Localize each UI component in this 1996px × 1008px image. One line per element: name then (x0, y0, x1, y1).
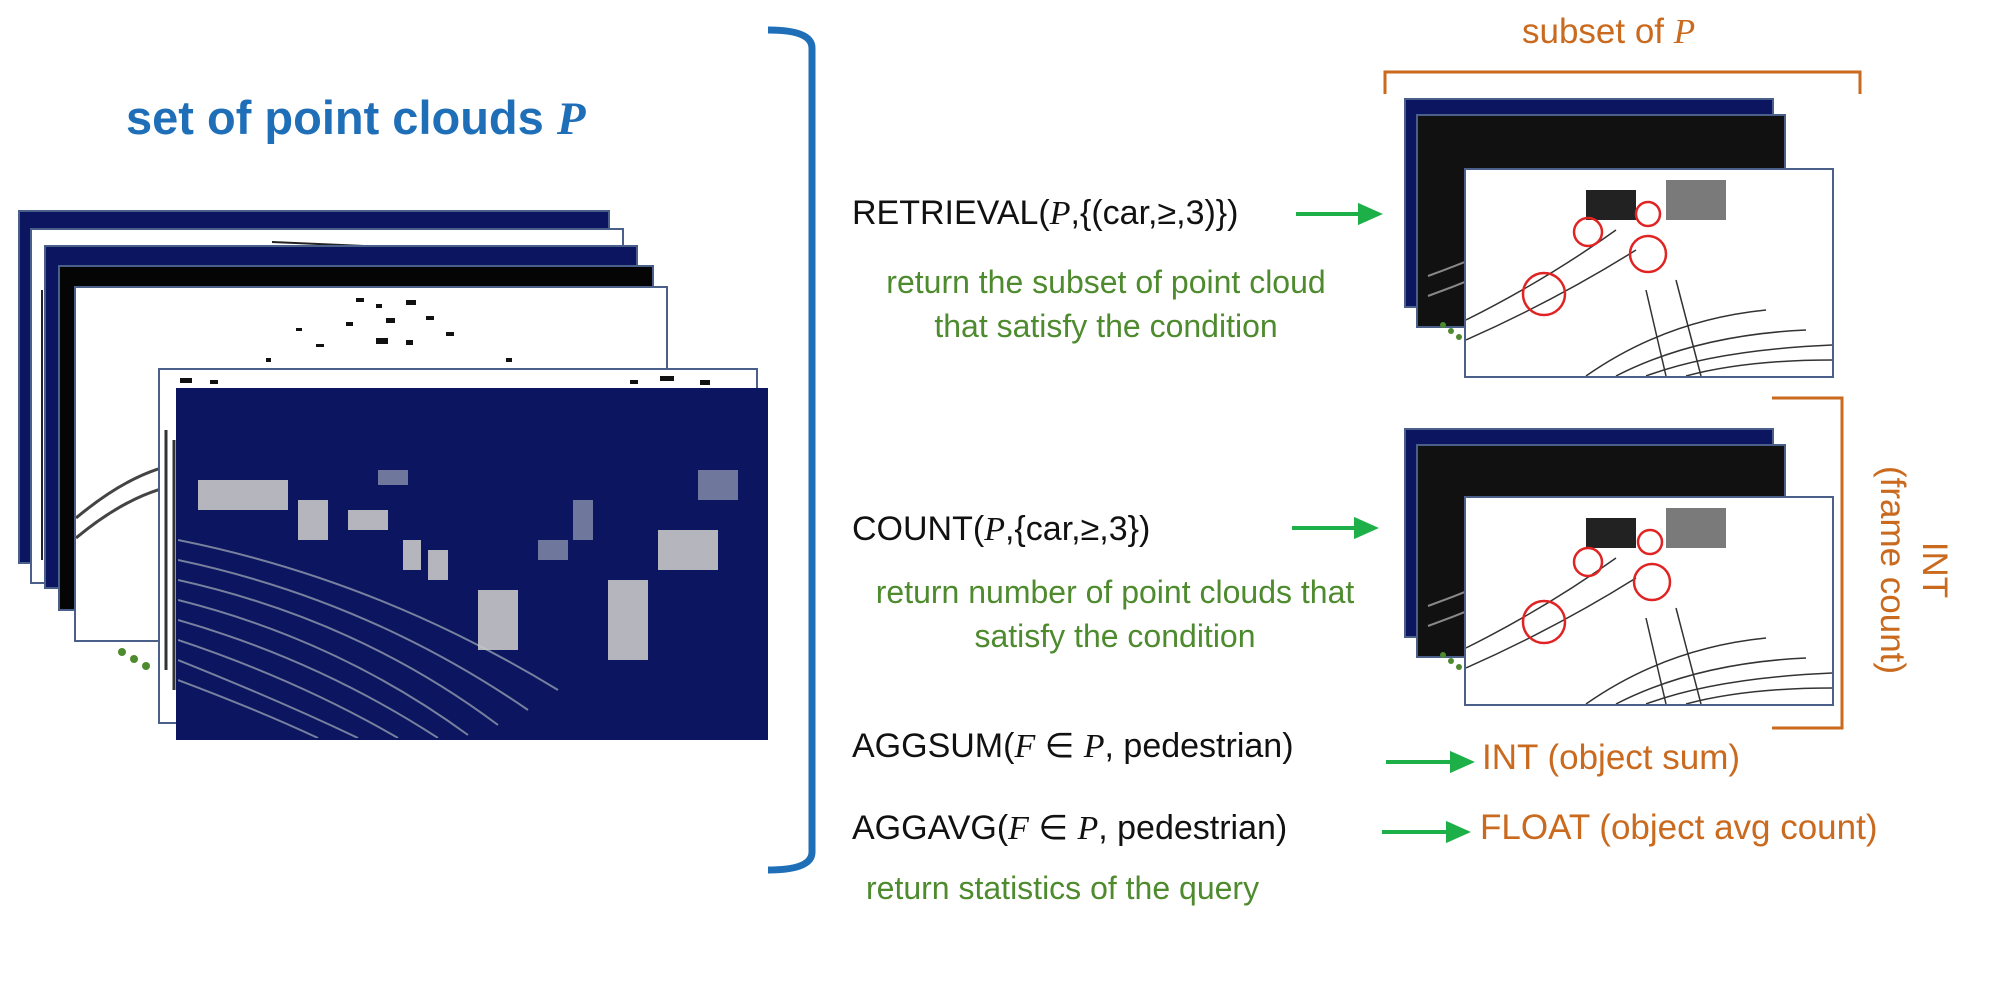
aggavg-var2: P (1077, 810, 1099, 847)
car-marker-2 (1572, 216, 1604, 248)
count-prefix: COUNT( (852, 510, 985, 548)
retrieval-desc: return the subset of point cloud that sa… (852, 260, 1360, 348)
arrow-aggavg-head (1446, 820, 1471, 844)
retrieval-desc-line1: return the subset of point cloud (886, 264, 1326, 300)
count-query: COUNT(P,{car,≥,3}) (852, 510, 1150, 549)
count-desc: return number of point clouds that satis… (840, 570, 1390, 658)
ellipsis-dots-left (116, 646, 156, 676)
retrieval-var: P (1049, 195, 1071, 232)
result2-frame-front (1464, 496, 1834, 706)
result1-frame-front (1464, 168, 1834, 378)
aggavg-desc: return statistics of the query (866, 866, 1259, 910)
count-desc-line2: satisfy the condition (974, 618, 1256, 654)
frame-6-points (164, 376, 710, 690)
retrieval-prefix: RETRIEVAL( (852, 194, 1050, 232)
frame-front-points (178, 470, 738, 738)
car-marker-4 (1634, 200, 1662, 228)
retrieval-suffix: ,{(car,≥,3)}) (1070, 194, 1239, 232)
car-marker-7 (1632, 562, 1672, 602)
subset-label: subset of P (1522, 12, 1695, 52)
frame-count-sub: (frame count) (1873, 465, 1912, 675)
aggavg-suffix: , pedestrian) (1098, 809, 1288, 847)
frame-count-label: INT (frame count) (1871, 430, 1955, 710)
count-brace (1772, 396, 1844, 730)
car-marker-8 (1636, 528, 1664, 556)
aggavg-query: AGGAVG(F ∈ P, pedestrian) (852, 808, 1287, 848)
aggavg-desc-line: return statistics of the query (866, 870, 1260, 906)
aggsum-suffix: , pedestrian) (1104, 727, 1294, 765)
aggsum-prefix: AGGSUM( (852, 727, 1015, 765)
set-title-text: set of point clouds (126, 91, 557, 144)
aggsum-query: AGGSUM(F ∈ P, pedestrian) (852, 726, 1294, 766)
set-title: set of point clouds P (126, 90, 586, 146)
ellipsis-dots-result1 (1438, 320, 1468, 344)
result2-points (1466, 508, 1832, 704)
car-marker-3 (1628, 234, 1668, 274)
aggavg-prefix: AGGAVG( (852, 809, 1009, 847)
frame-count-int: INT (1915, 541, 1954, 599)
set-title-var: P (556, 93, 586, 145)
subset-brace (1383, 70, 1862, 94)
arrow-aggsum-head (1450, 750, 1475, 774)
arrow-count-head (1354, 516, 1379, 540)
aggsum-op: ∈ (1035, 727, 1084, 765)
count-var: P (984, 511, 1005, 548)
count-suffix: ,{car,≥,3}) (1004, 510, 1151, 548)
subset-label-var: P (1673, 12, 1696, 51)
frame-front (176, 388, 768, 740)
aggsum-var1: F (1014, 728, 1036, 765)
result1-points (1466, 180, 1832, 376)
arrow-retrieval-head (1358, 202, 1383, 226)
car-marker-1 (1521, 271, 1567, 317)
retrieval-desc-line2: that satisfy the condition (934, 308, 1278, 344)
aggavg-op: ∈ (1028, 809, 1078, 847)
count-desc-line1: return number of point clouds that (875, 574, 1355, 610)
subset-label-text: subset of (1522, 12, 1674, 51)
object-sum-label: INT (object sum) (1482, 738, 1740, 778)
car-marker-6 (1572, 546, 1604, 578)
ellipsis-dots-result2 (1438, 650, 1468, 674)
aggsum-var2: P (1083, 728, 1105, 765)
object-sum-text: INT (object sum) (1482, 738, 1741, 777)
aggavg-var1: F (1008, 810, 1029, 847)
retrieval-query: RETRIEVAL(P,{(car,≥,3)}) (852, 194, 1238, 233)
car-marker-5 (1521, 599, 1567, 645)
blue-bracket (767, 26, 816, 874)
object-avg-text: FLOAT (object avg count) (1480, 808, 1878, 847)
object-avg-label: FLOAT (object avg count) (1480, 808, 1878, 848)
